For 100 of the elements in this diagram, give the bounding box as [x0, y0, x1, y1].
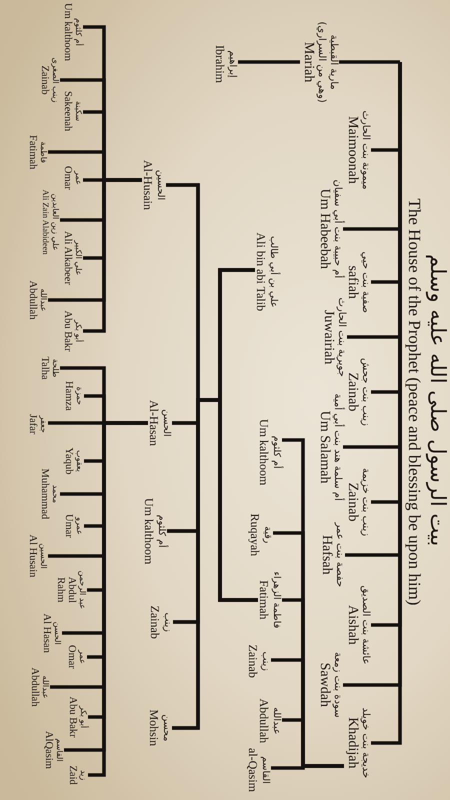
arabic-name: جعفر	[38, 416, 48, 433]
english-name: Fatimah	[27, 135, 38, 170]
english-name: Mohsin	[148, 710, 160, 746]
english-name: Sakeenah	[62, 91, 74, 132]
english-name: Zaid	[67, 766, 78, 785]
arabic-name: زينب بنت جحش	[359, 358, 371, 426]
english-name: Yaqub	[63, 448, 74, 474]
english-name: Ali Alkabeer	[62, 231, 74, 285]
arabic-name: سودة بنت زمعة	[331, 652, 343, 718]
english-name: Maimoonah	[344, 116, 359, 184]
english-name: Abu Bakr	[67, 696, 78, 738]
arabic-name: إبراهيم	[226, 50, 238, 78]
english-name: Abdul Rahm	[55, 576, 78, 604]
arabic-name: سكينة	[73, 100, 83, 122]
english-name: Zainab	[344, 482, 359, 522]
arabic-name: زينب	[259, 651, 271, 671]
arabic-name: علي زين العابدين	[50, 194, 60, 251]
arabic-name: القاسم	[259, 756, 271, 784]
english-name: AlQasim	[43, 731, 54, 769]
arabic-name: عمر	[77, 650, 87, 664]
english-name: Ali bin abi Talib	[254, 232, 268, 312]
english-name: Khadijah	[344, 717, 359, 769]
connector-line	[88, 421, 148, 777]
english-name: Sawdah	[316, 662, 331, 707]
english-name: Ali Zain Alabideen	[41, 190, 50, 255]
arabic-name: أبو بكر	[73, 320, 83, 342]
english-name: Zainab	[344, 372, 359, 412]
english-name: Um Habeebah	[316, 188, 331, 270]
connector-line	[238, 60, 300, 64]
arabic-name: أم سلمة هند بنت أبي أمية	[331, 394, 343, 501]
arabic-name: خديجة بنت خويلد	[359, 708, 371, 778]
arabic-name: علي الكبير	[73, 240, 83, 276]
arabic-name: فاطمة الزهراء	[270, 572, 282, 628]
arabic-name: يعقوب	[74, 450, 84, 472]
arabic-name: طلحة	[50, 358, 60, 378]
connector-line	[339, 60, 400, 64]
arabic-name: الحسن	[52, 622, 62, 645]
english-name: Zainab	[39, 65, 50, 95]
arabic-name: أبو بكر	[78, 706, 88, 728]
english-name: Al Husain	[27, 534, 38, 578]
arabic-name: عمر	[73, 171, 83, 185]
arabic-name: الحسن	[160, 409, 172, 437]
arabic-name: حفصة بنت عمر	[333, 522, 345, 588]
arabic-name: علي بن أبي طالب	[267, 236, 279, 308]
arabic-name: زيد	[78, 770, 88, 780]
arabic-name: أم كلثوم	[155, 514, 167, 548]
arabic-name: الحسين	[154, 170, 166, 200]
arabic-name: محسن	[160, 714, 172, 742]
arabic-name: زينب بنت خزيمة	[359, 468, 371, 536]
english-name: Jafar	[27, 414, 38, 434]
arabic-name: أم كلثوم	[73, 18, 83, 46]
arabic-name: عائشة بنت الصديق	[359, 586, 371, 664]
english-name: Abu Bakr	[62, 310, 74, 352]
english-name: Zainab	[148, 606, 162, 639]
connector-line	[172, 398, 258, 730]
arabic-name: مارية القبطية (وهي من السراري)	[315, 22, 339, 103]
arabic-name: الحسين	[38, 543, 48, 569]
connector-line	[271, 764, 344, 770]
english-name: Aishah	[344, 605, 359, 645]
arabic-name: أم حبيبة بنت أبي سفيان	[331, 180, 343, 278]
english-name: Ibrahim	[214, 45, 226, 83]
english-name: Abdullah	[258, 698, 270, 744]
arabic-name: زينب	[161, 612, 173, 632]
arabic-name: عبدالله	[38, 288, 48, 312]
arabic-name: فاطمة	[38, 141, 48, 163]
english-name: Hamza	[63, 381, 74, 411]
english-name: Um kalthoom	[258, 419, 270, 486]
arabic-name: صفية بنت حيي	[359, 252, 371, 313]
english-name: Al Hasan	[41, 614, 52, 653]
english-name: Al-Hasan	[148, 400, 160, 446]
english-name: Al-Husain	[142, 160, 154, 210]
arabic-name: عمرو	[74, 517, 84, 535]
english-name: Hafsah	[318, 534, 333, 575]
english-name: Omar	[66, 645, 78, 669]
english-name: Juwairiah	[320, 310, 335, 364]
arabic-name: محمد	[50, 484, 60, 504]
english-name: Abdullah	[27, 280, 38, 320]
arabic-name: عبدالله	[40, 676, 50, 699]
arabic-name: أم كلثوم	[270, 436, 282, 469]
english-name: Ruqayah	[248, 514, 262, 556]
arabic-name: زينب الصغرى	[50, 58, 60, 103]
english-name: Um Salamah	[316, 410, 331, 484]
arabic-name: رقية	[261, 526, 273, 544]
english-name: al-Qasim	[246, 748, 260, 792]
arabic-name: عبد الرحمن	[77, 570, 87, 610]
arabic-name: عبدالله	[270, 707, 282, 734]
english-name: Abdullah	[29, 668, 40, 707]
title-translation: The House of the Prophet (peace and blessing be upon him)	[405, 198, 423, 606]
english-name: safiah	[344, 266, 359, 299]
arabic-name: جويرية بنت الحارث	[335, 298, 347, 377]
english-name: Omar	[62, 166, 74, 190]
english-name: Um kalthoom	[62, 3, 74, 62]
english-name: Fatimah	[258, 580, 270, 620]
english-name: Um kalthoom	[142, 498, 156, 564]
arabic-name: حمزة	[74, 386, 84, 405]
arabic-name: القاسم	[54, 738, 64, 762]
english-name: Muhammad	[39, 468, 50, 520]
title: بيت الرسول صلى الله عليه وسلم	[426, 254, 450, 546]
english-name: Zainab	[246, 644, 260, 678]
english-name: Umar	[63, 514, 74, 538]
